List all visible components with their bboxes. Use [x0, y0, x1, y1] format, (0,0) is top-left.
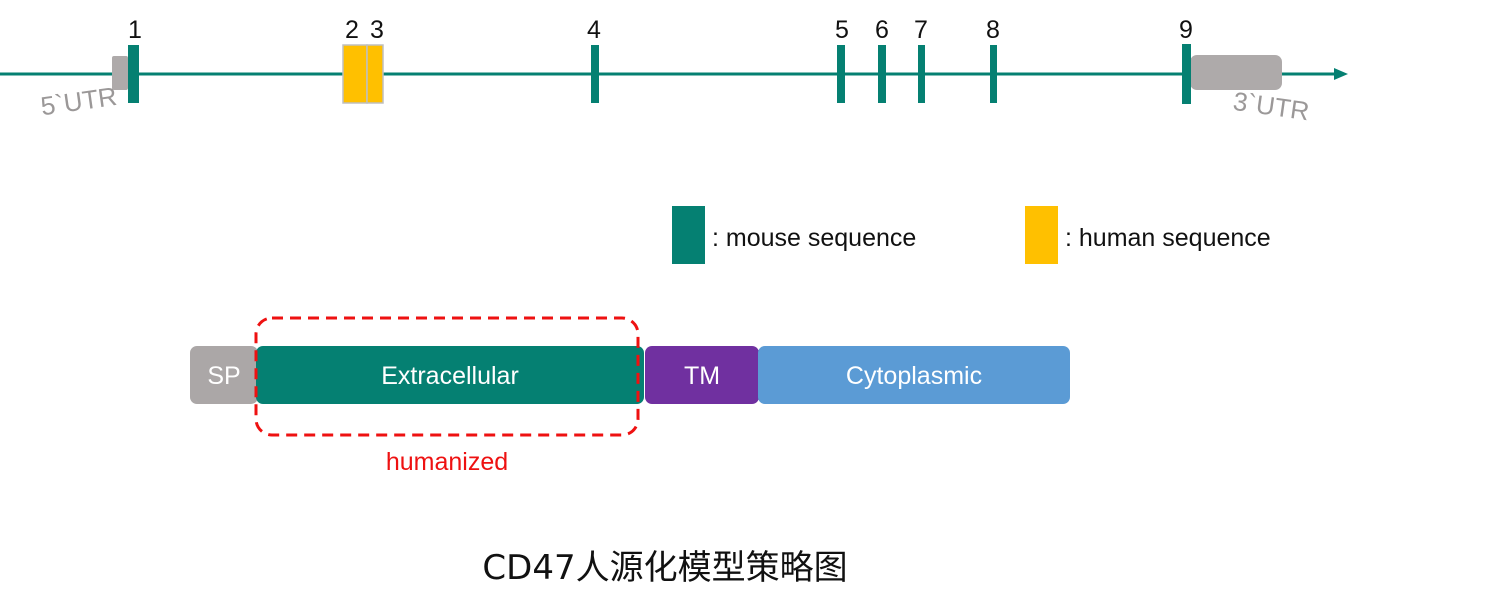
- exon-8-label: 8: [986, 16, 1000, 44]
- mouse-sequence-label: : mouse sequence: [712, 224, 916, 252]
- exon-9-box: [1182, 44, 1191, 104]
- exon-9-label: 9: [1179, 16, 1193, 44]
- mouse-sequence-swatch: [672, 206, 705, 264]
- domain-cytoplasmic-box: [758, 346, 1070, 404]
- domain-sp-box: [190, 346, 258, 404]
- domain-extracellular-label: Extracellular: [381, 362, 519, 390]
- exon-2-box: [342, 44, 368, 104]
- gene-arrowhead: [1334, 68, 1348, 80]
- exon-7-box: [918, 45, 925, 103]
- exon-3-label: 3: [370, 16, 384, 44]
- humanized-label: humanized: [386, 448, 508, 476]
- exon-5-label: 5: [835, 16, 849, 44]
- exon-4-label: 4: [587, 16, 601, 44]
- exon-3-box: [366, 44, 384, 104]
- human-sequence-label: : human sequence: [1065, 224, 1271, 252]
- domain-extracellular-box: [256, 346, 644, 404]
- protein-structure: SP Extracellular TM Cytoplasmic humanize…: [190, 316, 1070, 476]
- utr3-box: [1190, 55, 1282, 90]
- domain-sp-label: SP: [207, 362, 240, 390]
- exon-6-label: 6: [875, 16, 889, 44]
- domain-tm-box: [645, 346, 759, 404]
- exon-1-box: [128, 45, 139, 103]
- domain-tm-label: TM: [684, 362, 720, 390]
- human-sequence-swatch: [1025, 206, 1058, 264]
- exon-7-label: 7: [914, 16, 928, 44]
- exon-4-box: [591, 45, 599, 103]
- exon-5-box: [837, 45, 845, 103]
- utr5-label: 5`UTR: [39, 81, 119, 121]
- exon-8-box: [990, 45, 997, 103]
- exon-1-label: 1: [128, 16, 142, 44]
- utr5-box: [112, 56, 128, 90]
- legend: : mouse sequence : human sequence: [672, 206, 1271, 264]
- domain-cytoplasmic-label: Cytoplasmic: [846, 362, 982, 390]
- humanized-region-outline: [254, 316, 640, 437]
- figure-caption: CD47人源化模型策略图: [482, 548, 848, 588]
- exon-6-box: [878, 45, 886, 103]
- utr3-label: 3`UTR: [1231, 86, 1311, 126]
- exon-2-label: 2: [345, 16, 359, 44]
